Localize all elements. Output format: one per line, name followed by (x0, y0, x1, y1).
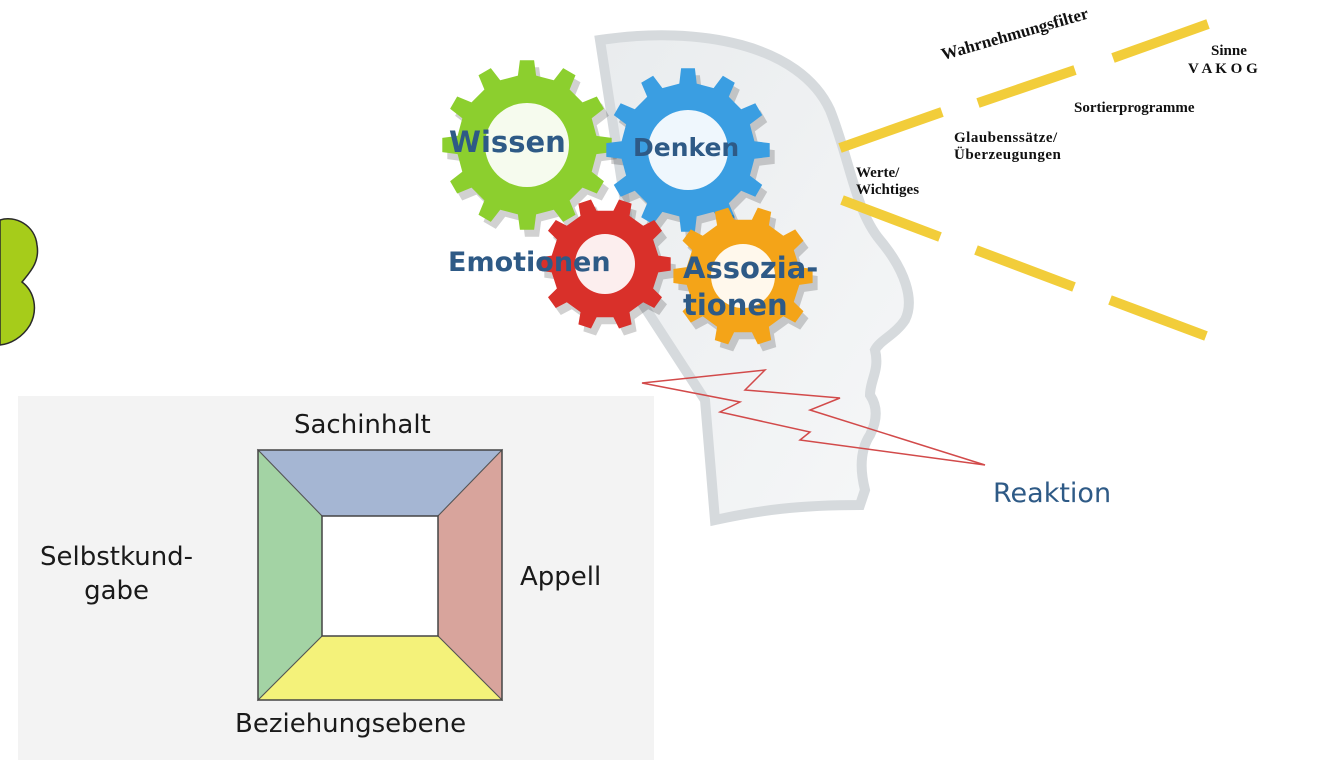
label-werte: Werte/ Wichtiges (856, 165, 920, 198)
filter-stripe (838, 107, 944, 153)
label-selbstkundgabe: Selbstkund- gabe (40, 542, 194, 606)
label-sortierprogramme: Sortierprogramme (1074, 100, 1195, 116)
label-sinne: Sinne (1211, 43, 1247, 59)
gear-hole (575, 234, 635, 294)
four-sides-model: Sachinhalt Selbstkund- gabe Appell Bezie… (18, 396, 654, 760)
filter-stripe (976, 65, 1077, 108)
gear-hole (711, 244, 775, 308)
lightning-bolt (641, 369, 986, 466)
gear-label-emotionen: Emotionen (448, 247, 611, 278)
gear-label-assoziationen: Assozia- tionen (683, 251, 819, 322)
gears (442, 60, 818, 352)
filter-stripes (838, 19, 1210, 341)
gear-label-denken: Denken (633, 133, 740, 162)
cloud-blob (0, 218, 39, 346)
label-sachinhalt: Sachinhalt (294, 410, 431, 440)
filter-stripe (974, 245, 1076, 292)
gear-hole (648, 110, 728, 190)
filter-stripe (840, 195, 942, 242)
inner-square (321, 515, 439, 637)
label-vakog: V A K O G (1188, 61, 1258, 77)
filter-stripe (1111, 19, 1210, 63)
gear-label-wissen: Wissen (449, 125, 566, 159)
outer-square (257, 449, 503, 701)
label-beziehungsebene: Beziehungsebene (235, 709, 467, 739)
label-reaktion: Reaktion (993, 478, 1112, 509)
label-glaubenssaetze: Glaubenssätze/ Überzeugungen (954, 130, 1062, 163)
filter-stripe (1108, 295, 1208, 341)
gear-hole (485, 103, 569, 187)
label-appell: Appell (520, 562, 602, 592)
